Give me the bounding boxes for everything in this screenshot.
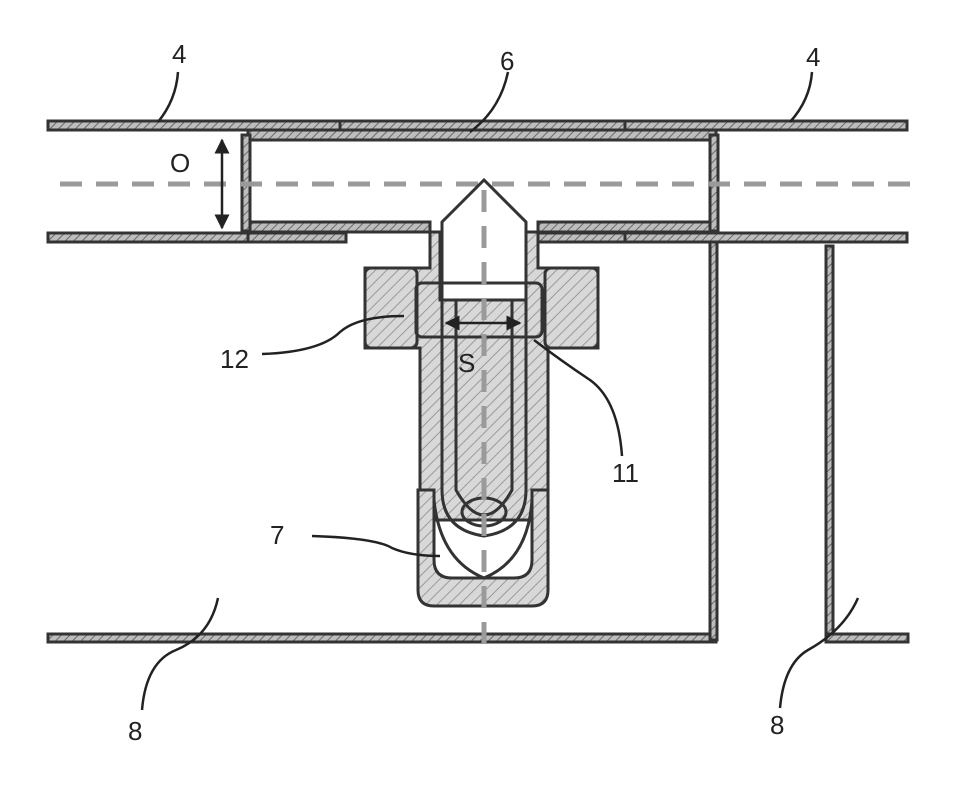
- leader-pipe-right: [790, 72, 812, 122]
- label-ring: 11: [612, 458, 639, 488]
- leader-wall-left: [142, 598, 218, 710]
- leader-pipe-left: [158, 72, 178, 122]
- label-tee: 6: [500, 46, 514, 76]
- label-plug: 7: [270, 520, 284, 550]
- label-wall-left: 8: [128, 716, 142, 746]
- label-wall-right: 8: [770, 710, 784, 740]
- leader-wall-right: [780, 598, 858, 708]
- wall-boundary-right: [826, 246, 908, 642]
- label-seal: 12: [220, 344, 249, 374]
- label-pipe-right: 4: [806, 42, 820, 72]
- label-gap: S: [458, 348, 475, 378]
- label-pipe-left: 4: [172, 39, 186, 69]
- label-opening: O: [170, 148, 190, 178]
